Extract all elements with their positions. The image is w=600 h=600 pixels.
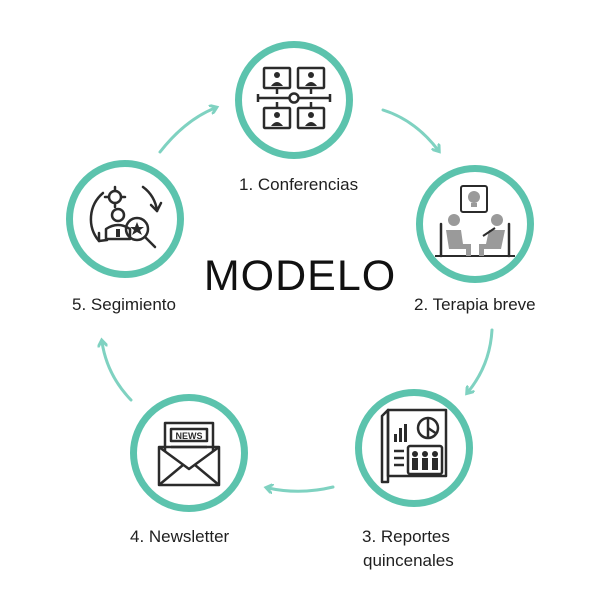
arrow-2-to-3: [468, 328, 494, 392]
diagram-title: MODELO: [203, 252, 397, 300]
stage-1-label: 1. Conferencias: [239, 175, 359, 194]
arrow-3-to-4: [268, 487, 335, 491]
stage-3-label-line2: quincenales: [363, 551, 454, 570]
arrow-4-to-5: [102, 342, 133, 402]
arrow-5-to-1: [158, 108, 215, 154]
stage-4-label: 4. Newsletter: [130, 527, 230, 546]
therapy-session-icon: [435, 185, 515, 258]
newsletter-text: NEWS: [176, 431, 203, 441]
arrow-1-to-2: [381, 108, 438, 150]
stage-2-circle: [416, 165, 534, 283]
video-conference-icon: [256, 66, 332, 130]
stage-4-circle: NEWS: [130, 394, 248, 512]
stage-5-circle: [66, 160, 184, 278]
newsletter-envelope-icon: NEWS: [157, 421, 221, 487]
stage-3-label-line1: 3. Reportes: [362, 527, 450, 546]
stage-2-label: 2. Terapia breve: [414, 295, 536, 314]
follow-up-icon: [89, 185, 163, 249]
report-analytics-icon: [380, 408, 448, 484]
stage-1-circle: [235, 41, 353, 159]
stage-5-label: 5. Segimiento: [72, 295, 176, 314]
stage-3-circle: [355, 389, 473, 507]
